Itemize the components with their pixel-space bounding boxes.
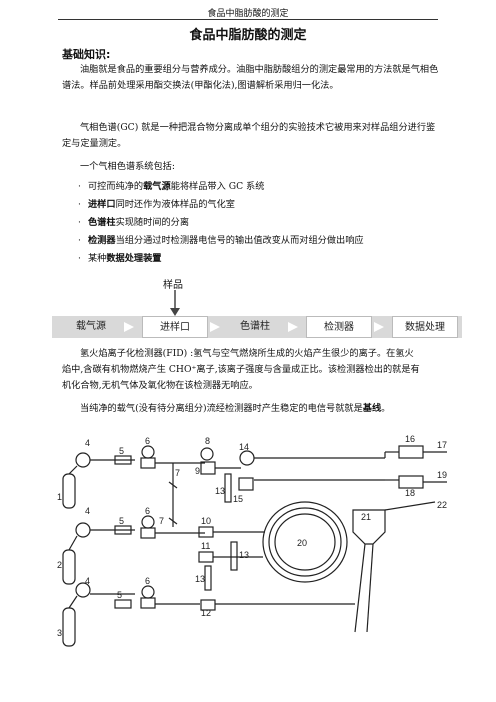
diagram-label: 1 xyxy=(57,492,62,502)
diagram-label: 4 xyxy=(85,506,90,516)
diagram-label: 18 xyxy=(405,488,415,498)
bullet-text-bold: 色谱柱 xyxy=(88,217,116,228)
flow-box-data-processing: 数据处理 xyxy=(392,316,458,338)
bullet-dot: · xyxy=(78,217,81,228)
bullet-detector: · 检测器当组分通过时检测器电信号的输出值改变从而对组分做出响应 xyxy=(78,234,364,248)
paragraph-gc: 气相色谱(GC) 就是一种把混合物分离成单个组分的实验技术它被用来对样品组分进行… xyxy=(62,122,436,149)
diagram-label: 13 xyxy=(195,574,205,584)
bullet-data-processing: · 某种数据处理装置 xyxy=(78,252,162,266)
diagram-label: 21 xyxy=(361,512,371,522)
diagram-label: 7 xyxy=(159,516,164,526)
diagram-label: 6 xyxy=(145,506,150,516)
diagram-label: 9 xyxy=(195,466,200,476)
paragraph-fid-2: 焰中,含碳有机物燃烧产生 CHO⁺离子,该离子强度与含量成正比。该检测器检出的就… xyxy=(62,364,420,375)
gas-cylinder-3 xyxy=(62,607,76,647)
bullet-text-bold: 检测器 xyxy=(88,235,116,246)
diagram-label: 22 xyxy=(437,500,447,510)
diagram-label: 5 xyxy=(119,516,124,526)
paragraph-baseline: 当纯净的载气(没有待分离组分)流经检测器时产生稳定的电信号就就是基线。 xyxy=(62,401,440,417)
regulator-4b xyxy=(75,522,91,538)
bullet-dot: · xyxy=(78,253,81,264)
diagram-label: 7 xyxy=(175,468,180,478)
page-title: 食品中脂肪酸的测定 xyxy=(189,28,307,43)
diagram-label: 13 xyxy=(239,550,249,560)
bullet-injector: · 进样口同时还作为液体样品的气化室 xyxy=(78,198,235,212)
regulator-4c xyxy=(75,582,91,598)
diagram-label: 10 xyxy=(201,516,211,526)
flow-box-carrier: 载气源 xyxy=(76,321,106,332)
bullet-column: · 色谱柱实现随时间的分离 xyxy=(78,216,189,230)
sample-arrow xyxy=(170,290,180,316)
diagram-label: 14 xyxy=(239,442,249,452)
bullet-text-bold: 载气源 xyxy=(143,181,171,192)
gas-cylinder-2 xyxy=(62,549,76,585)
gas-cylinder-1 xyxy=(62,473,76,509)
bullet-text-pre: 可控而纯净的 xyxy=(88,181,144,192)
section-heading: 基础知识: xyxy=(62,48,111,61)
bullet-text-post: 能将样品带入 GC 系统 xyxy=(170,181,265,192)
gc-apparatus-diagram: 4 4 4 1 2 3 5 5 5 6 6 6 7 7 8 9 10 11 12… xyxy=(57,434,447,647)
diagram-label: 17 xyxy=(437,440,447,450)
regulator-4a xyxy=(75,452,91,468)
bullet-dot: · xyxy=(78,181,81,192)
flow-arrows xyxy=(124,322,384,332)
diagram-label: 2 xyxy=(57,560,62,570)
diagram-label: 4 xyxy=(85,438,90,448)
diagram-label: 19 xyxy=(437,470,447,480)
flow-box-detector: 检测器 xyxy=(306,316,372,338)
bullet-text-post: 当组分通过时检测器电信号的输出值改变从而对组分做出响应 xyxy=(115,235,364,246)
diagram-label: 12 xyxy=(201,608,211,618)
diagram-label: 5 xyxy=(119,446,124,456)
baseline-pre: 当纯净的载气(没有待分离组分)流经检测器时产生稳定的电信号就就是 xyxy=(80,403,363,414)
bullet-text-bold: 数据处理装置 xyxy=(106,253,162,264)
diagram-label: 8 xyxy=(205,436,210,446)
diagram-label: 13 xyxy=(215,486,225,496)
page-header: 食品中脂肪酸的测定 xyxy=(207,9,289,19)
flow-sample-label: 样品 xyxy=(163,280,183,291)
diagram-label: 4 xyxy=(85,576,90,586)
baseline-post: 。 xyxy=(381,403,391,414)
diagram-label: 15 xyxy=(233,494,243,504)
diagram-label: 20 xyxy=(297,538,307,548)
diagram-label: 16 xyxy=(405,434,415,444)
diagram-label: 3 xyxy=(57,628,62,638)
flow-box-injector: 进样口 xyxy=(142,316,208,338)
paragraph-intro: 油脂就是食品的重要组分与营养成分。油脂中脂肪酸组分的测定最常用的方法就是气相色谱… xyxy=(62,64,439,91)
diagram-label: 6 xyxy=(145,576,150,586)
bullet-text-post: 实现随时间的分离 xyxy=(115,217,190,228)
diagram-label: 5 xyxy=(117,590,122,600)
paragraph-fid-3: 机化合物,无机气体及氧化物在该检测器无响应。 xyxy=(62,380,258,391)
paragraph-fid-1: 氢火焰离子化检测器(FID) :氢气与空气燃烧所生成的火焰产生很少的离子。在氢火 xyxy=(80,348,414,359)
bullet-text-post: 同时还作为液体样品的气化室 xyxy=(115,199,235,210)
paragraph-system: 一个气相色谱系统包括: xyxy=(80,161,175,172)
diagram-label: 11 xyxy=(201,541,210,551)
bullet-text-pre: 某种 xyxy=(88,253,107,264)
header-rule xyxy=(58,19,438,20)
flow-box-column: 色谱柱 xyxy=(240,321,270,332)
baseline-bold: 基线 xyxy=(362,403,382,414)
bullet-carrier-gas: · 可控而纯净的载气源能将样品带入 GC 系统 xyxy=(78,180,264,194)
bullet-dot: · xyxy=(78,199,81,210)
bullet-text-bold: 进样口 xyxy=(88,199,116,210)
diagram-label: 6 xyxy=(145,436,150,446)
bullet-dot: · xyxy=(78,235,81,246)
